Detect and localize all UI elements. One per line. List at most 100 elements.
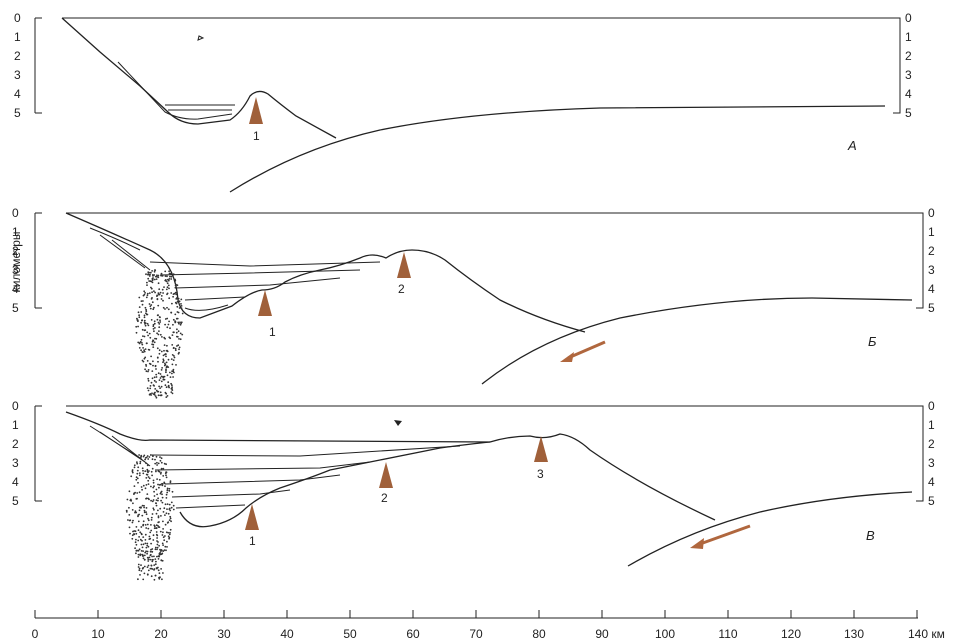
stipple-dot: [158, 323, 161, 325]
stipple-dot: [136, 549, 138, 552]
depth-tick: 3: [12, 263, 19, 277]
stipple-dot: [174, 313, 177, 316]
stipple-dot: [143, 506, 146, 509]
stipple-dot: [152, 455, 154, 458]
stipple-dot: [155, 512, 158, 515]
stipple-dot: [138, 567, 141, 570]
stipple-dot: [166, 286, 169, 289]
stipple-dot: [180, 307, 183, 310]
panel-c-left-scale: 0 1 2 3 4 5: [12, 399, 42, 508]
stipple-dot: [169, 371, 171, 374]
stipple-dot: [162, 520, 164, 523]
stipple-dot: [141, 504, 144, 507]
stipple-dot: [153, 306, 155, 309]
stipple-dot: [147, 379, 150, 382]
stipple-dot: [168, 297, 171, 300]
stipple-dot: [169, 327, 171, 330]
stipple-dot: [170, 311, 173, 314]
stipple-dot: [146, 552, 149, 555]
stipple-dot: [148, 470, 150, 472]
sediment-layer: [149, 261, 381, 267]
depth-tick: 0: [12, 399, 19, 413]
stipple-dot: [138, 314, 141, 317]
stipple-dot: [159, 548, 161, 551]
stipple-dot: [164, 485, 166, 488]
stipple-dot: [152, 539, 155, 541]
stipple-dot: [163, 375, 166, 378]
stipple-dot: [135, 552, 137, 555]
stipple-dot: [144, 524, 147, 526]
stipple-dot: [149, 531, 152, 534]
depth-tick: 5: [12, 494, 19, 508]
stipple-dot: [157, 526, 160, 528]
stipple-dot: [152, 339, 154, 342]
stipple-dot: [155, 527, 158, 530]
stipple-dot: [163, 507, 166, 510]
stipple-dot: [161, 501, 164, 504]
depth-tick: 3: [928, 456, 935, 470]
stipple-dot: [145, 456, 148, 459]
stipple-dot: [136, 497, 138, 500]
stipple-dot: [146, 292, 149, 295]
depth-tick: 5: [905, 106, 912, 120]
distance-tick-label: 10: [91, 627, 105, 641]
stipple-dot: [139, 340, 142, 343]
stipple-dot: [160, 461, 163, 464]
stipple-dot: [156, 548, 158, 551]
stipple-dot: [147, 519, 150, 522]
stipple-dot: [149, 336, 152, 339]
stipple-dot: [140, 570, 143, 572]
stipple-dot: [142, 550, 145, 552]
seafloor-profile-lower: [179, 441, 491, 528]
stipple-dot: [145, 513, 148, 516]
stipple-dot: [141, 319, 144, 322]
stipple-dot: [176, 305, 179, 308]
sediment-layer: [175, 504, 246, 509]
depth-tick: 3: [928, 263, 935, 277]
stipple-dot: [160, 298, 163, 300]
stipple-dot: [175, 293, 178, 296]
stipple-dot: [148, 535, 151, 538]
stipple-dot: [140, 311, 143, 313]
stipple-dot: [134, 547, 137, 550]
distance-tick-label: 120: [781, 627, 801, 641]
small-mark: [394, 420, 402, 426]
stipple-dot: [148, 538, 151, 540]
stipple-dot: [141, 328, 144, 331]
stipple-dot: [139, 460, 142, 463]
stipple-dot: [152, 534, 155, 537]
stipple-dot: [158, 293, 161, 296]
stipple-dot: [138, 491, 141, 494]
stipple-dot: [153, 578, 156, 581]
depth-tick: 3: [905, 68, 912, 82]
stipple-dot: [155, 499, 158, 501]
stipple-dot: [174, 278, 177, 281]
stipple-dot: [160, 385, 163, 388]
stipple-dot: [159, 456, 161, 458]
stipple-dot: [137, 515, 139, 518]
stipple-dot: [176, 311, 179, 313]
volcano-icon: [379, 462, 393, 488]
depth-tick: 5: [14, 106, 21, 120]
stipple-dot: [150, 542, 153, 545]
stipple-dot: [137, 566, 140, 568]
stipple-dot: [151, 558, 154, 561]
stipple-dot: [150, 319, 153, 321]
stipple-dot: [159, 333, 162, 336]
stipple-dot: [162, 299, 164, 302]
stipple-dot: [162, 354, 165, 357]
stipple-dot: [155, 278, 158, 280]
stipple-dot: [142, 455, 145, 458]
depth-tick: 4: [14, 87, 21, 101]
stipple-dot: [160, 549, 163, 552]
stipple-dot: [152, 481, 155, 484]
stipple-dot: [142, 484, 145, 487]
stipple-dot: [158, 330, 160, 332]
stipple-dot: [166, 491, 169, 494]
stipple-dot: [149, 454, 152, 456]
stipple-dot: [152, 384, 155, 386]
stipple-dot: [166, 508, 168, 510]
stipple-dot: [160, 295, 163, 297]
stipple-dot: [150, 529, 153, 532]
stipple-dot: [158, 379, 161, 381]
